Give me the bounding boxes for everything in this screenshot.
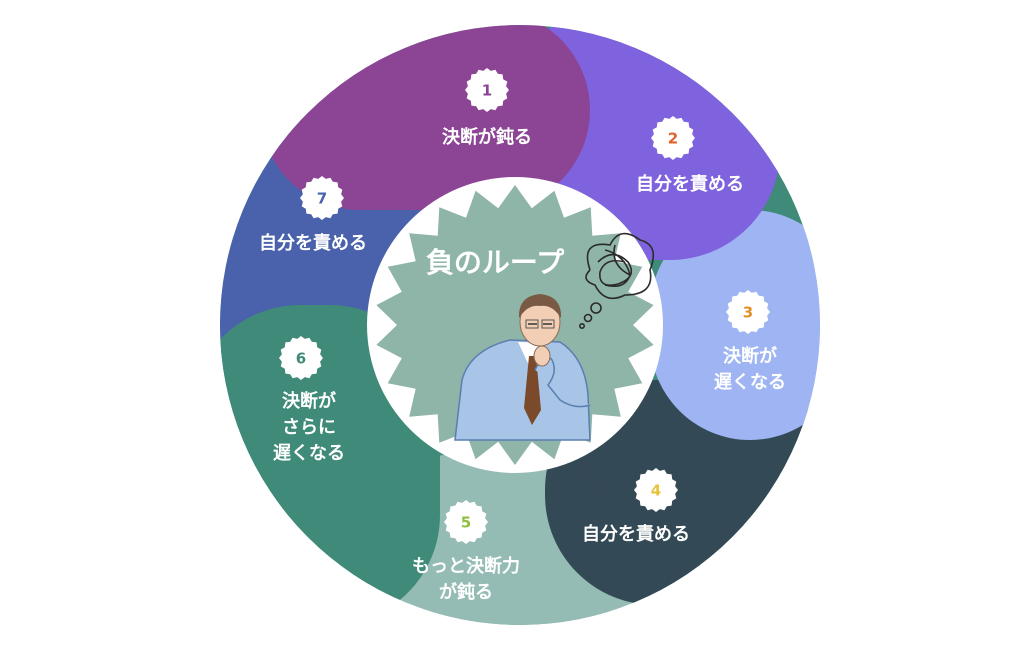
step-label-line: 遅くなる xyxy=(273,443,345,464)
step-number: 2 xyxy=(668,130,678,148)
center-title: 負のループ xyxy=(426,246,565,279)
step-number: 7 xyxy=(317,190,327,208)
step-label-line: 決断が xyxy=(282,390,336,412)
step-label-line: 決断が xyxy=(723,345,777,367)
step-label-line: さらに xyxy=(282,417,336,438)
step-badge xyxy=(634,468,678,512)
step-number: 4 xyxy=(651,482,661,500)
connector-line xyxy=(584,459,601,501)
step-label-line: 自分を責める xyxy=(259,232,367,254)
step-label-line: 自分を責める xyxy=(636,173,744,195)
step-badge xyxy=(465,68,509,112)
step-number: 3 xyxy=(743,304,753,322)
step-badge xyxy=(279,336,323,380)
tangled-thought-bubble-icon xyxy=(578,232,655,329)
step-label-line: が鈍る xyxy=(439,581,493,603)
step-badge xyxy=(444,500,488,544)
step-number: 6 xyxy=(296,350,306,368)
step-2: 2 自分を責める xyxy=(636,116,744,195)
step-badge xyxy=(726,290,770,334)
step-label-line: もっと決断力 xyxy=(412,555,520,577)
step-7: 7 自分を責める xyxy=(259,176,367,254)
step-label-line: 自分を責める xyxy=(582,523,690,545)
step-4: 4 自分を責める xyxy=(582,468,690,545)
step-badge xyxy=(300,176,344,220)
step-number: 5 xyxy=(461,514,471,532)
step-label-line: 遅くなる xyxy=(714,372,786,393)
step-number: 1 xyxy=(482,82,492,100)
step-badge xyxy=(651,116,695,160)
step-1: 1 決断が鈍る xyxy=(442,68,532,148)
step-label-line: 決断が鈍る xyxy=(442,126,532,148)
worried-man-icon xyxy=(454,294,591,441)
